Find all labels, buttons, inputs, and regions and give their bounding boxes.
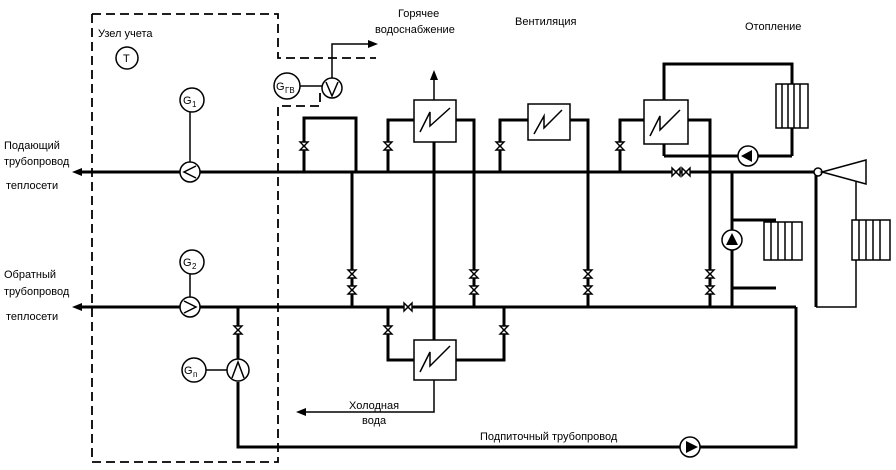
metering-unit-boundary	[91, 13, 376, 463]
supply-label-2: трубопровод	[4, 156, 70, 168]
flow-meter-return-icon	[179, 296, 201, 318]
svg-text:ГВ: ГВ	[285, 86, 295, 95]
svg-text:G: G	[183, 95, 192, 107]
valve-icon	[298, 141, 310, 151]
valve-icon	[671, 166, 681, 178]
svg-text:2: 2	[192, 262, 197, 271]
cold-water-arrow-icon	[296, 408, 306, 416]
return-arrow-icon	[72, 303, 82, 311]
pump-heating-top-icon	[737, 145, 759, 167]
meter-ghw: G ГВ	[273, 72, 301, 100]
flow-meter-supply-icon	[179, 161, 201, 183]
cold-water-label-1: Холодная	[349, 400, 399, 412]
hot-water-label-2: водоснабжение	[375, 24, 455, 36]
hot-water-up-arrow-icon	[430, 70, 438, 80]
makeup-pipe-label: Подпиточный трубопровод	[480, 431, 618, 443]
valve-icon	[468, 269, 480, 279]
valve-icon	[346, 285, 358, 295]
pump-makeup-icon	[679, 436, 701, 458]
svg-text:G: G	[184, 365, 193, 377]
jet-mixer-icon	[813, 159, 867, 185]
supply-label-3: теплосети	[6, 180, 58, 192]
return-label-2: трубопровод	[4, 286, 70, 298]
supply-arrow-icon	[72, 168, 82, 176]
return-label-3: теплосети	[6, 311, 58, 323]
heating-heat-exchanger	[643, 99, 689, 145]
hot-water-outlet-arrow-icon	[368, 40, 378, 48]
valve-icon	[346, 269, 358, 279]
valve-icon	[582, 269, 594, 279]
svg-text:G: G	[276, 81, 285, 93]
valve-icon	[614, 141, 626, 151]
flow-meter-hot-water-icon	[321, 77, 343, 99]
meter-g2: G 2	[179, 249, 205, 275]
ventilation-label: Вентиляция	[515, 16, 577, 28]
supply-label-1: Подающий	[4, 140, 60, 152]
valve-icon	[403, 301, 413, 313]
radiator-right-icon	[851, 219, 891, 261]
cold-water-label-2: вода	[362, 415, 387, 427]
makeup-pipe	[236, 307, 798, 449]
svg-text:T: T	[123, 53, 130, 65]
meter-temperature: T	[115, 46, 139, 70]
return-label-1: Обратный	[4, 269, 56, 281]
meter-g1: G 1	[179, 87, 205, 113]
valve-icon	[681, 166, 691, 178]
meter-unit-label: Узел учета	[98, 28, 153, 40]
svg-text:G: G	[183, 257, 192, 269]
valve-icon	[582, 285, 594, 295]
radiator-top-icon	[775, 83, 809, 129]
valve-icon	[498, 325, 510, 335]
hot-water-supply-pipe	[302, 116, 358, 172]
svg-text:п: п	[193, 370, 197, 379]
valve-icon	[232, 325, 244, 335]
valve-icon	[382, 141, 394, 151]
flow-meter-makeup-icon	[226, 358, 250, 382]
valve-icon	[494, 141, 506, 151]
svg-text:1: 1	[192, 100, 197, 109]
valve-icon	[704, 269, 716, 279]
pump-heating-mid-icon	[721, 229, 743, 251]
valve-icons	[232, 141, 716, 335]
hot-water-label-1: Горячее	[398, 8, 439, 20]
radiator-middle-icon	[763, 221, 803, 261]
valve-icon	[382, 325, 394, 335]
meter-gn: G п	[181, 357, 207, 383]
valve-icon	[468, 285, 480, 295]
valve-icon	[704, 285, 716, 295]
heating-label: Отопление	[745, 21, 801, 33]
